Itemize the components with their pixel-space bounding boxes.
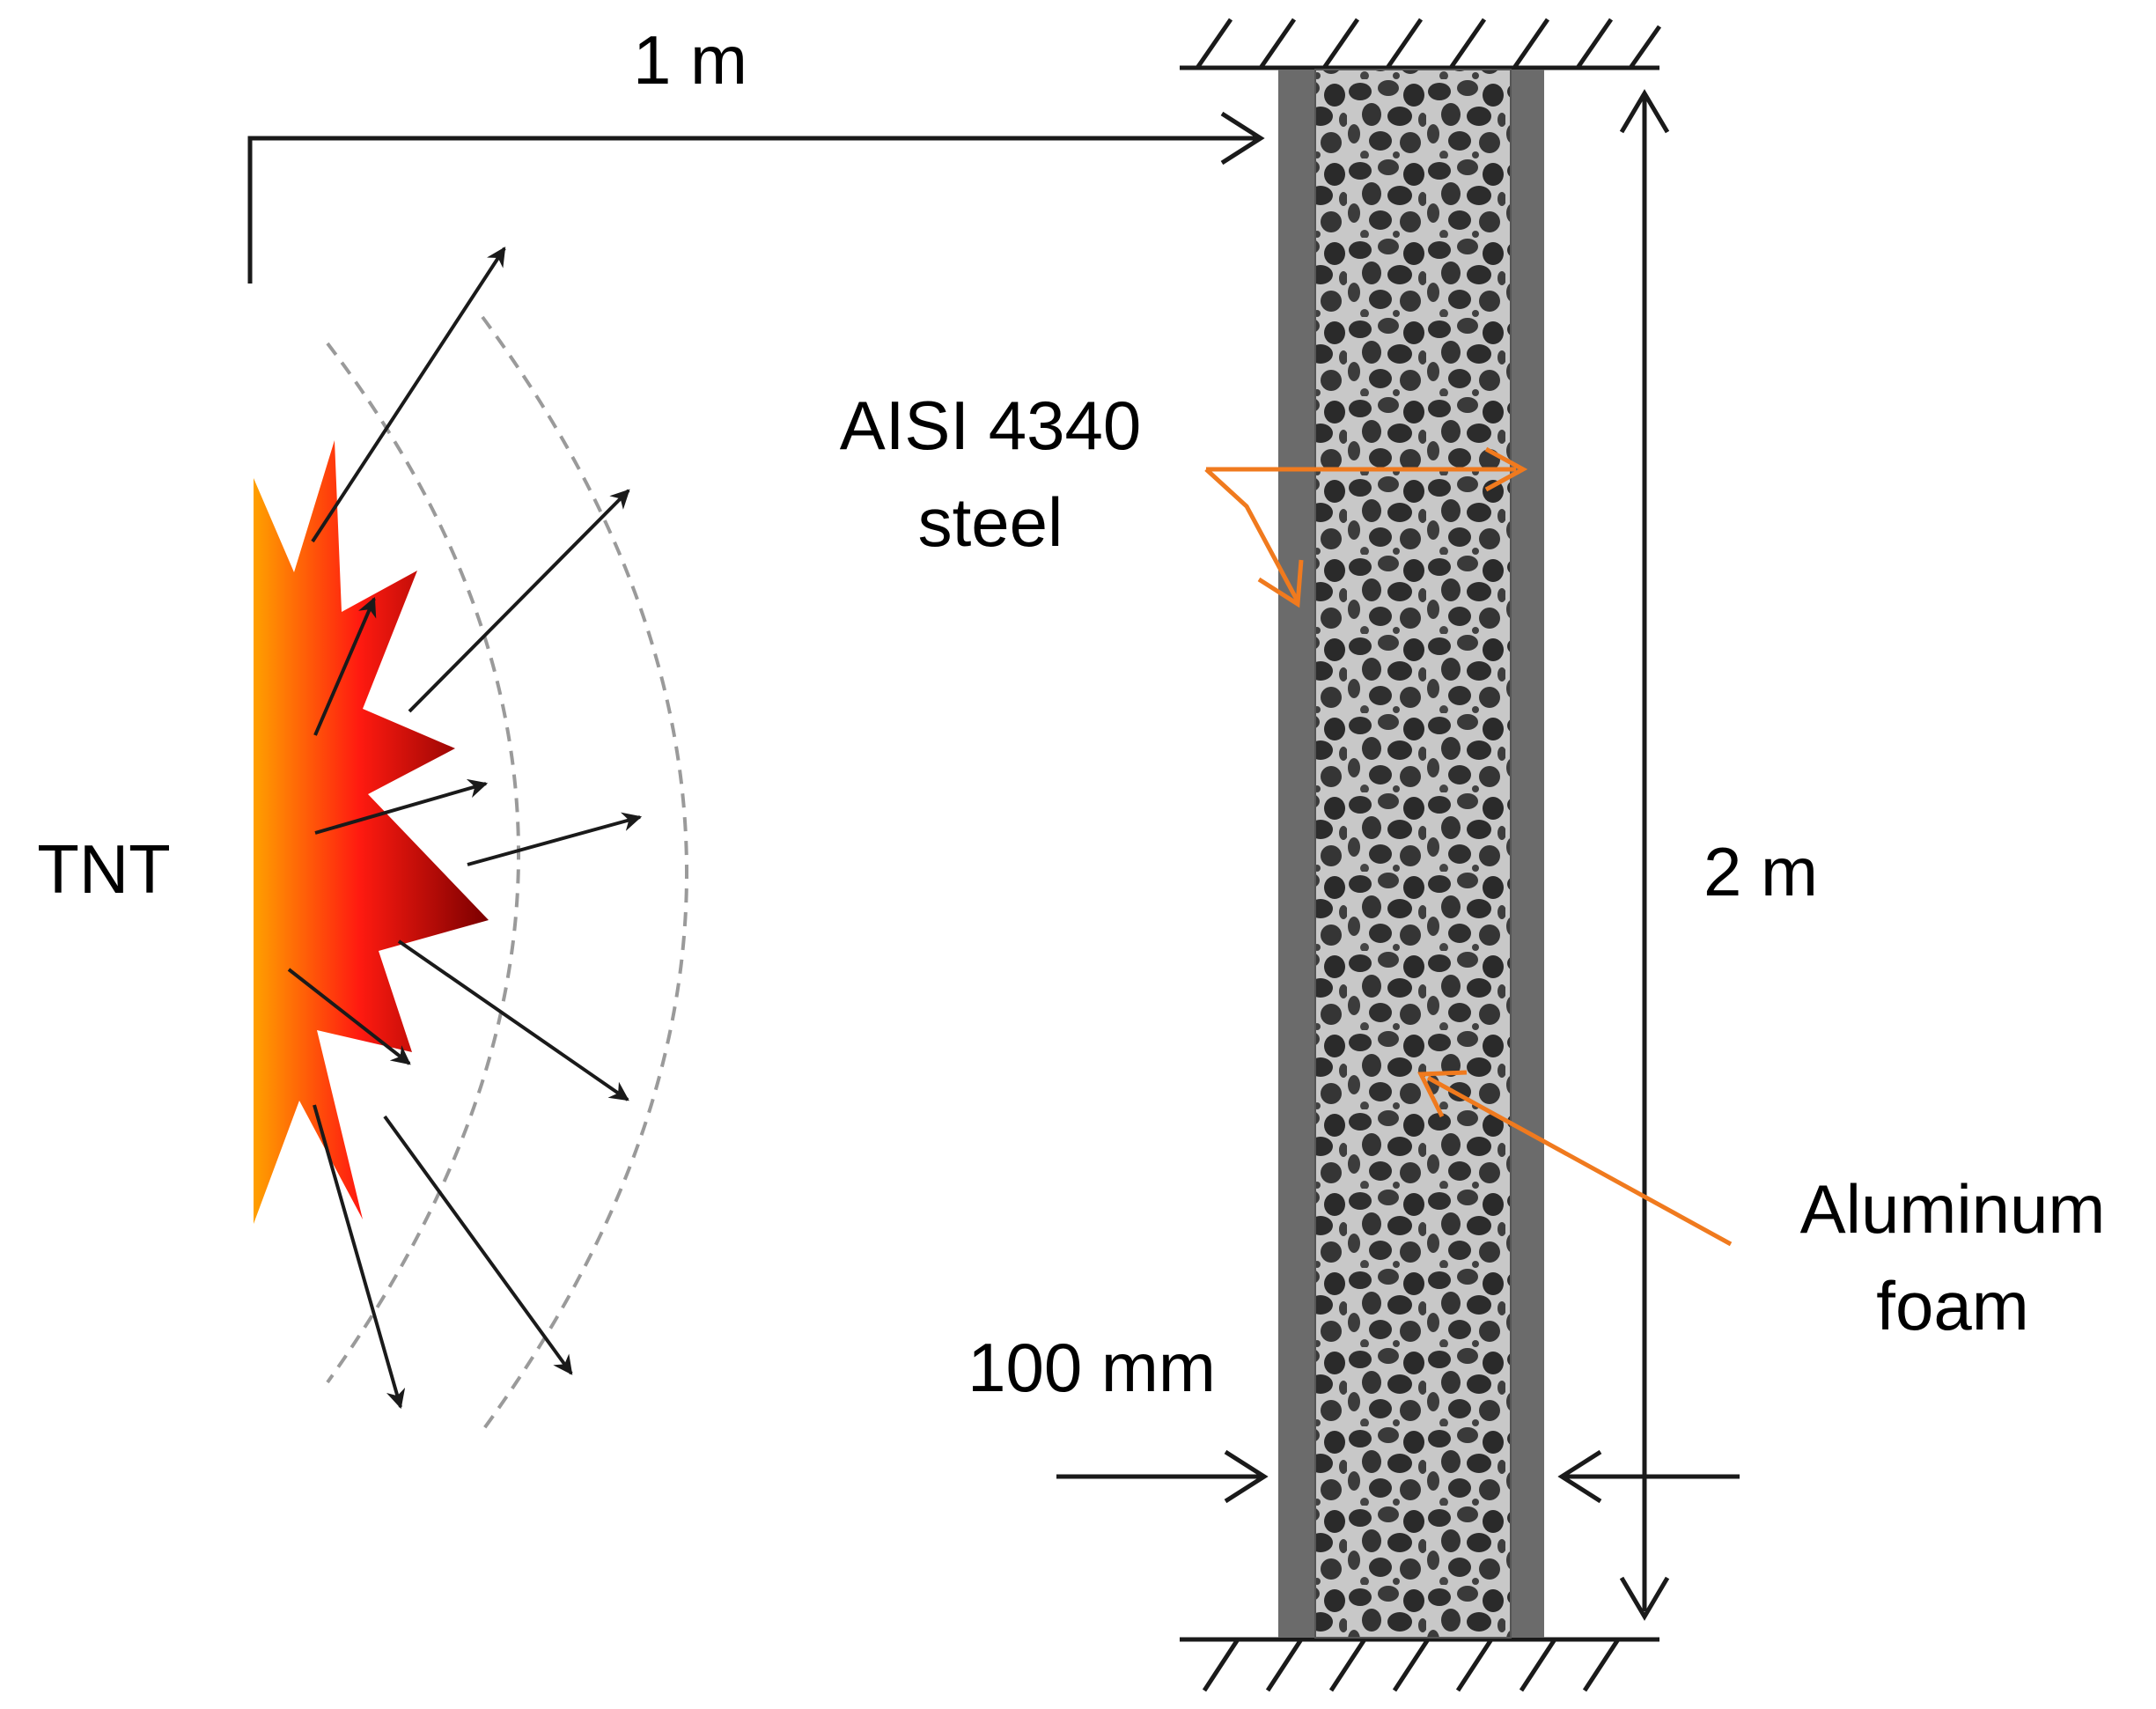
pressure-arrow [314,778,489,835]
pressure-arrow [313,596,377,736]
standoff-arrowhead [1220,111,1265,166]
pressure-arrow [313,1104,406,1410]
pressure-arrow [408,489,630,713]
height-label: 2 m [1703,833,1818,910]
pressure-arrows [287,247,643,1410]
shock-fronts [326,315,688,1433]
standoff-label: 1 m [633,21,747,99]
standoff-dimension [247,135,1260,284]
top-support [1180,18,1662,70]
blast-shape [254,440,489,1224]
sandwich-panel [1278,69,1544,1639]
pressure-arrow [383,1115,573,1375]
steel-label-line2: steel [918,483,1063,561]
pressure-arrow [467,812,643,866]
shock-front-inner [326,342,520,1384]
pressure-arrow [397,939,629,1101]
front-steel-face [1278,70,1315,1638]
shock-front-outer [481,315,688,1433]
pressure-arrow [311,247,506,543]
height-dimension [1619,89,1670,1621]
foam-label-line2: foam [1876,1267,2028,1344]
aluminum-foam-core [1315,70,1511,1638]
bottom-support [1180,1637,1659,1692]
tnt-label: TNT [37,830,171,908]
thickness-label: 100 mm [968,1329,1216,1406]
pressure-arrow [287,968,411,1065]
foam-label-line1: Aluminum [1800,1170,2106,1248]
thickness-dimension [1056,1449,1740,1504]
back-steel-face [1511,70,1544,1638]
steel-annotation-arrows [1204,446,1528,608]
steel-label-line1: AISI 4340 [840,387,1142,464]
foam-annotation-arrow [1417,1070,1733,1247]
